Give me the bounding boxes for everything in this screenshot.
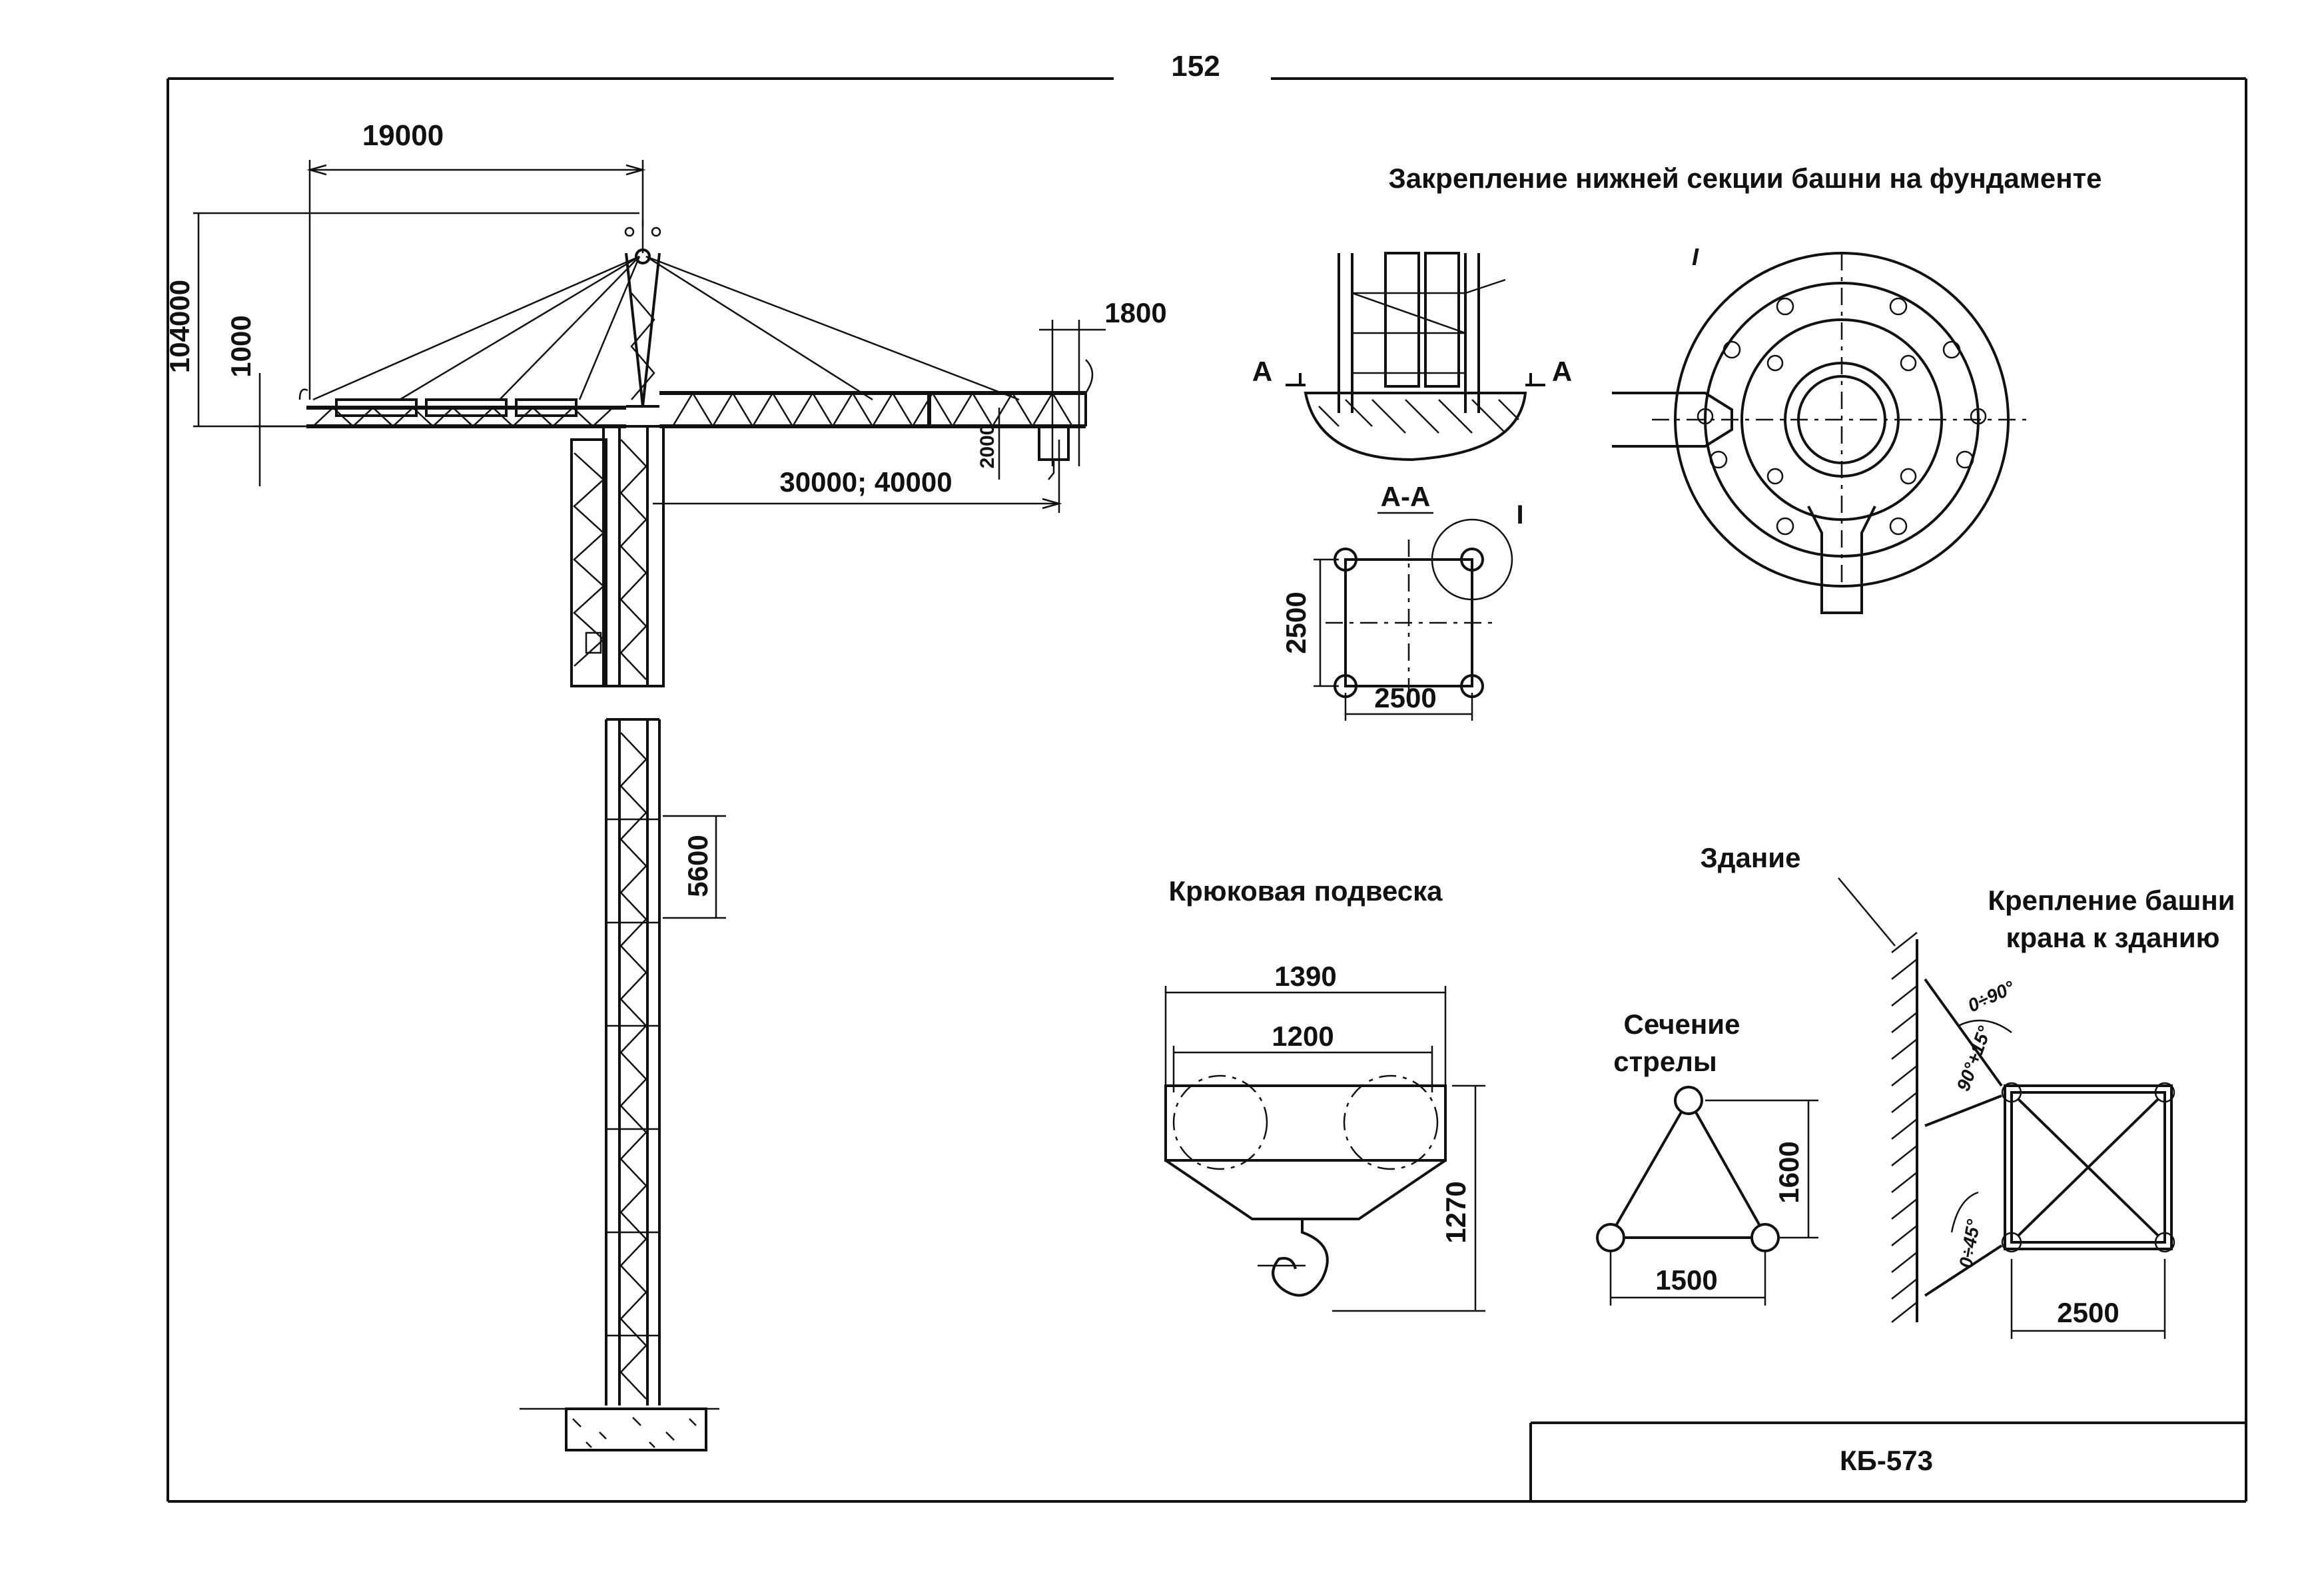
hook-block-drawing [1164, 986, 1485, 1312]
building-tie-title-2: крана к зданию [2006, 922, 2219, 953]
jib-section-drawing [1596, 1086, 1818, 1306]
dim-section-side: 2500 [1280, 592, 1312, 653]
dim-jib-tip: 1800 [1104, 297, 1166, 328]
foundation-title: Закрепление нижней секции башни на фунда… [1388, 163, 2102, 194]
detail-mark: I [1516, 500, 1523, 530]
jib-section-title-1: Сечение [1624, 1008, 1740, 1040]
section-plan [1314, 512, 1513, 721]
foundation-elevation [1286, 252, 1545, 462]
dim-tie-width: 2500 [2057, 1297, 2119, 1328]
drawing-frame [167, 77, 2247, 1503]
detail-i-flange [1612, 252, 2032, 614]
dim-head: 1000 [225, 315, 256, 377]
jib-section-title-2: стрелы [1613, 1046, 1717, 1077]
detail-i-label: I [1692, 243, 1699, 270]
title-block [1529, 1421, 2246, 1501]
dim-reach: 30000; 40000 [779, 466, 952, 498]
building-tie-title-1: Крепление башни [1988, 885, 2235, 916]
dim-hook-height: 1270 [1440, 1181, 1471, 1243]
angle-mid: 90°+15° [1953, 1023, 1996, 1094]
dim-hook-outer: 1390 [1274, 961, 1336, 992]
dim-total-height: 104000 [164, 280, 195, 373]
dim-jib-height: 1600 [1773, 1141, 1804, 1203]
dim-tower-section: 5600 [682, 835, 713, 897]
dim-hook-block: 2000 [976, 424, 998, 469]
angle-top: 0÷90° [1964, 977, 2018, 1016]
building-label: Здание [1701, 842, 1801, 873]
crane-elevation [193, 160, 1106, 1451]
dim-hook-inner: 1200 [1272, 1020, 1334, 1052]
dim-jib-width: 1500 [1655, 1264, 1717, 1296]
page-number: 152 [1171, 50, 1220, 83]
section-title: А-А [1381, 481, 1431, 512]
building-tie-drawing [1838, 877, 2175, 1339]
section-mark-left: А [1252, 356, 1272, 387]
angle-low: 0÷45° [1955, 1218, 1984, 1270]
dim-counter-jib: 19000 [362, 119, 444, 152]
dim-section-bottom: 2500 [1374, 682, 1436, 713]
model-label: КБ-573 [1840, 1445, 1933, 1476]
hook-title: Крюковая подвеска [1168, 875, 1443, 907]
section-mark-right: А [1552, 356, 1572, 387]
